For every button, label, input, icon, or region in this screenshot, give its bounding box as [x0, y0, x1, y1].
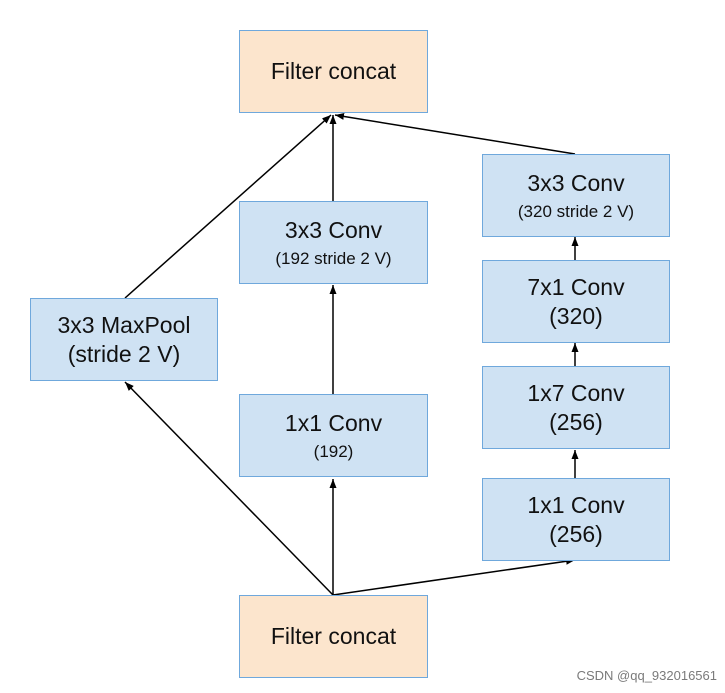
- right-conv3x3-params: (320 stride 2 V): [517, 202, 635, 222]
- right-conv7x1-block: 7x1 Conv (320): [482, 260, 670, 343]
- filter-concat-input: Filter concat: [239, 595, 428, 678]
- mid-conv1x1-params: (192): [313, 442, 354, 462]
- maxpool-block: 3x3 MaxPool (stride 2 V): [30, 298, 218, 381]
- right-conv7x1-title: 7x1 Conv: [527, 273, 625, 300]
- arrow-right-conv3x3-to-concat: [334, 112, 576, 155]
- maxpool-label-line1: 3x3 MaxPool: [57, 311, 191, 338]
- mid-conv1x1-title: 1x1 Conv: [284, 409, 383, 436]
- right-conv3x3-title: 3x3 Conv: [527, 169, 625, 196]
- right-conv1x1-title: 1x1 Conv: [527, 491, 625, 518]
- right-conv1x1-block: 1x1 Conv (256): [482, 478, 670, 561]
- right-conv1x7-params: (256): [549, 408, 603, 435]
- right-conv7x1-params: (320): [549, 302, 603, 329]
- mid-conv3x3-params: (192 stride 2 V): [275, 249, 392, 269]
- right-conv1x7-title: 1x7 Conv: [527, 379, 625, 406]
- right-conv1x1-params: (256): [549, 520, 603, 547]
- mid-conv3x3-block: 3x3 Conv (192 stride 2 V): [239, 201, 428, 284]
- right-conv1x7-block: 1x7 Conv (256): [482, 366, 670, 449]
- mid-conv1x1-block: 1x1 Conv (192): [239, 394, 428, 477]
- mid-conv3x3-title: 3x3 Conv: [284, 216, 383, 243]
- filter-concat-output-label: Filter concat: [270, 58, 397, 85]
- filter-concat-input-label: Filter concat: [270, 623, 397, 650]
- arrow-input-to-maxpool: [124, 381, 334, 596]
- maxpool-label-line2: (stride 2 V): [67, 340, 181, 367]
- arrow-input-to-right-conv1x1: [332, 557, 576, 596]
- arrow-maxpool-to-concat: [124, 114, 332, 299]
- right-conv3x3-block: 3x3 Conv (320 stride 2 V): [482, 154, 670, 237]
- watermark: CSDN @qq_932016561: [576, 668, 717, 683]
- filter-concat-output: Filter concat: [239, 30, 428, 113]
